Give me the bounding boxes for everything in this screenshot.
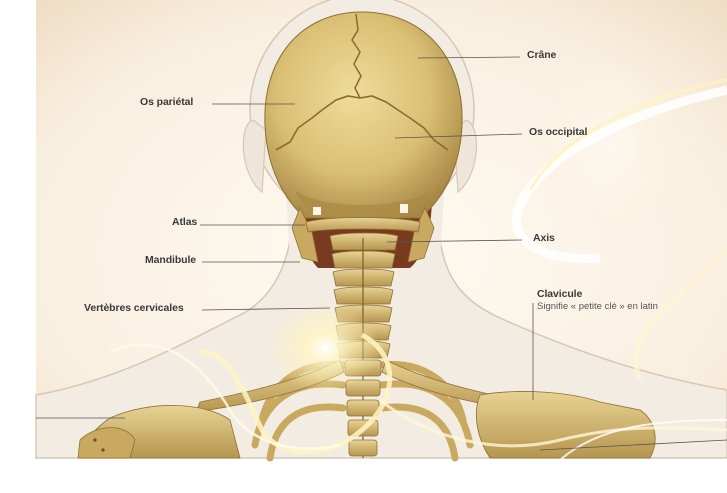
atlas-process-left [313, 207, 321, 215]
label-mandibule: Mandibule [145, 254, 196, 266]
label-crane: Crâne [527, 49, 556, 61]
label-clavicule-note: Signifie « petite clé » en latin [537, 301, 658, 312]
skull [265, 12, 462, 218]
label-clavicule: Clavicule [537, 288, 582, 300]
label-axis: Axis [533, 232, 555, 244]
label-os-occipital: Os occipital [529, 126, 587, 138]
label-vertebres-cervicales: Vertèbres cervicales [84, 302, 184, 314]
atlas-process-right [400, 204, 408, 213]
label-atlas: Atlas [172, 216, 197, 228]
label-os-parietal: Os pariétal [140, 96, 193, 108]
